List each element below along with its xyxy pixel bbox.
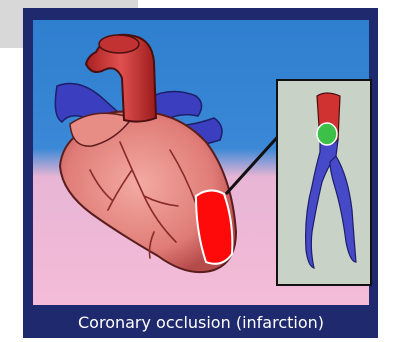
clot bbox=[317, 123, 337, 145]
caption: Coronary occlusion (infarction) bbox=[34, 312, 368, 334]
aorta-opening bbox=[99, 35, 139, 53]
